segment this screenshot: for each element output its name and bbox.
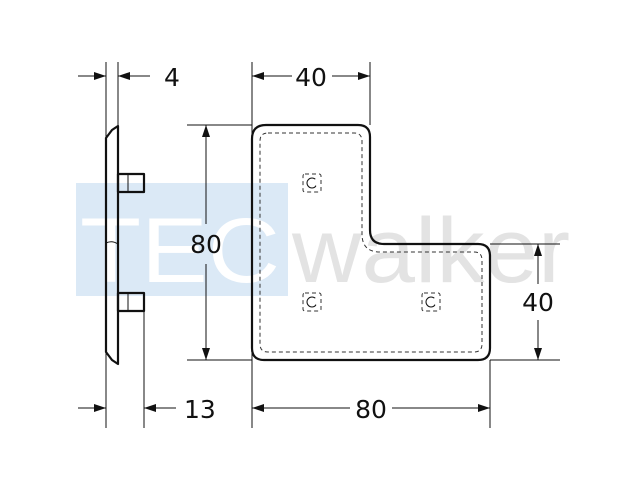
watermark: TEC walker (76, 183, 570, 302)
mounting-peg (421, 292, 441, 312)
dimension-height-value: 80 (190, 230, 222, 259)
extension-lines (105, 62, 560, 428)
dimension-height: 80 (190, 125, 222, 360)
dimension-right-height-value: 40 (522, 288, 554, 317)
dimension-top-width: 40 (252, 63, 370, 92)
dimension-thickness-value: 4 (164, 63, 180, 92)
dimension-right-height: 40 (522, 244, 554, 360)
dimension-width-value: 80 (355, 395, 387, 424)
dimension-thickness: 4 (78, 63, 180, 92)
watermark-suffix: walker (291, 200, 570, 302)
side-peg-lower (116, 291, 146, 313)
mounting-peg (302, 173, 322, 193)
watermark-prefix: TEC (80, 200, 280, 302)
cover-inner-edge (259, 132, 483, 353)
dimension-depth: 13 (78, 395, 216, 424)
side-plate-split (105, 241, 119, 245)
dimension-depth-value: 13 (184, 395, 216, 424)
dimension-width: 80 (252, 395, 490, 424)
dimension-top-width-value: 40 (295, 63, 327, 92)
mounting-peg (302, 292, 322, 312)
side-peg-upper (116, 172, 146, 194)
